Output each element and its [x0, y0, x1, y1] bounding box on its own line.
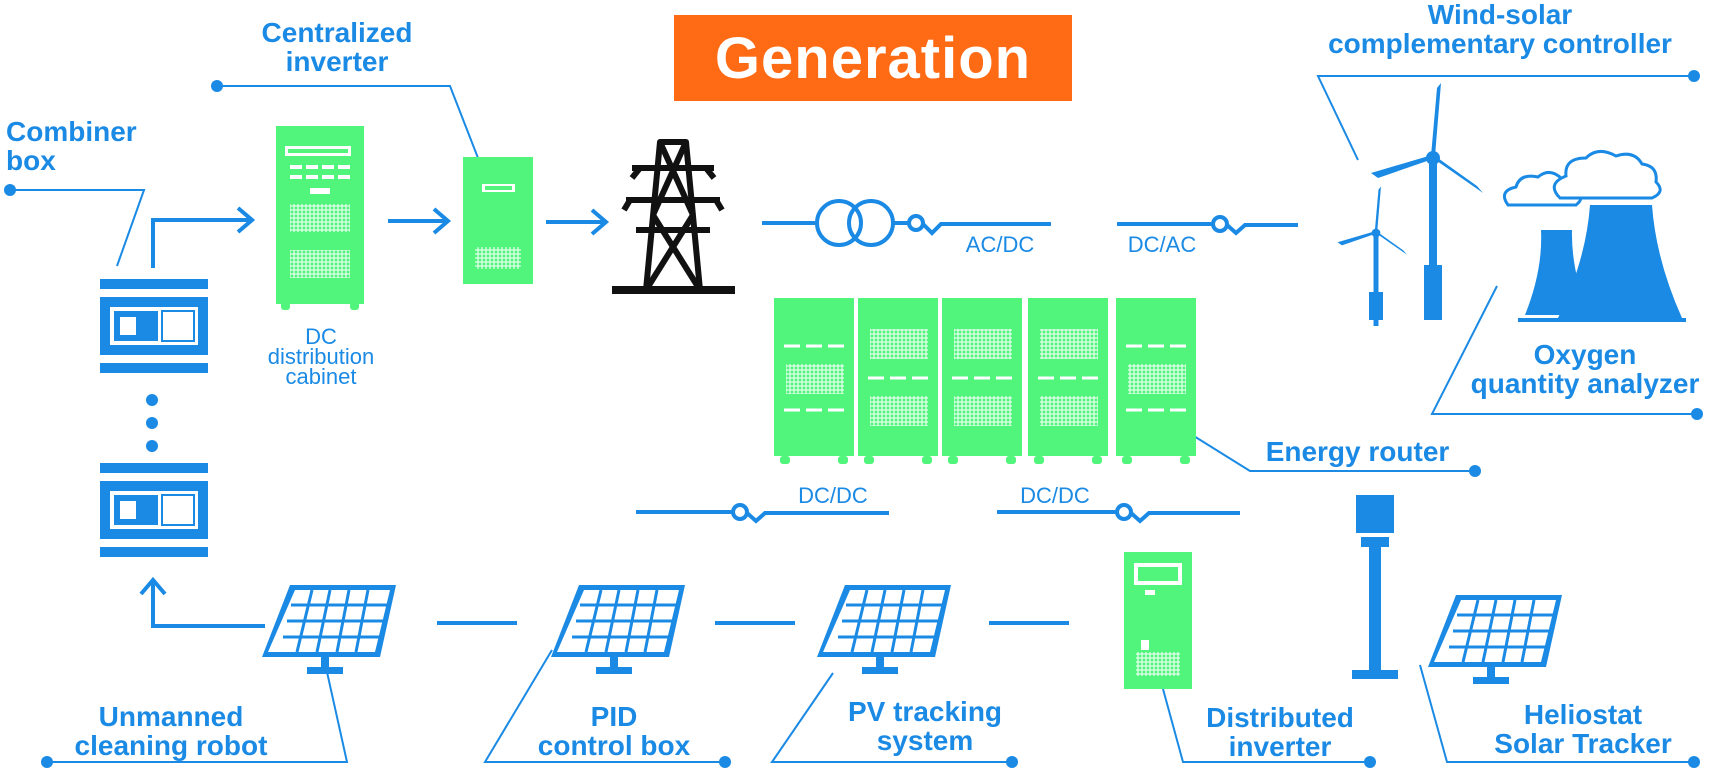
- dc-dc-right-label: DC/DC: [1020, 483, 1090, 508]
- solar-panel-icon: [815, 583, 953, 676]
- dc-cabinet-icon: [276, 126, 364, 310]
- heliostat-label: Heliostat Solar Tracker: [1494, 699, 1672, 759]
- oxygen-label: Oxygen quantity analyzer: [1470, 339, 1700, 399]
- combiner-dots: [146, 394, 158, 452]
- distributed-inverter-label: Distributed inverter: [1206, 702, 1354, 762]
- solar-panel-icon: [260, 583, 398, 676]
- transformer-icon: [762, 199, 1051, 247]
- solar-panel-icon: [1426, 593, 1564, 686]
- pid-label: PID control box: [537, 701, 691, 761]
- dc-ac-label: DC/AC: [1127, 232, 1197, 257]
- heliostat-icon: [1352, 495, 1398, 679]
- label-connectors: [10, 75, 1697, 763]
- page-title: Generation: [674, 15, 1072, 101]
- distributed-inverter-icon: [1124, 552, 1192, 689]
- cooling-tower-icon: [1502, 150, 1686, 322]
- dc-dc-switch-right: [997, 503, 1240, 524]
- combiner-box-icon: [99, 278, 209, 374]
- centralized-inverter-label: Centralized inverter: [261, 17, 413, 77]
- pylon-icon: [612, 139, 735, 294]
- inverter-icon: [463, 157, 533, 284]
- solar-panel-icon: [549, 583, 687, 676]
- pv-tracking-label: PV tracking system: [847, 696, 1003, 756]
- connector-dots: [4, 70, 1703, 768]
- dc-dc-left-label: DC/DC: [798, 483, 868, 508]
- wind-solar-label: Wind-solar complementary controller: [1328, 0, 1672, 59]
- dc-dc-switch-left: [636, 503, 889, 524]
- combiner-box-label: Combiner box: [6, 116, 137, 176]
- cleaning-robot-label: Unmanned cleaning robot: [74, 701, 268, 761]
- combiner-box-icon: [99, 462, 209, 558]
- dc-ac-switch: [1117, 215, 1298, 236]
- flow-arrows: [139, 206, 1069, 628]
- energy-router-icon: [774, 298, 1196, 464]
- dc-cabinet-label: DC distribution cabinet: [267, 324, 375, 389]
- energy-router-label: Energy router: [1265, 436, 1450, 467]
- ac-dc-label: AC/DC: [965, 232, 1035, 257]
